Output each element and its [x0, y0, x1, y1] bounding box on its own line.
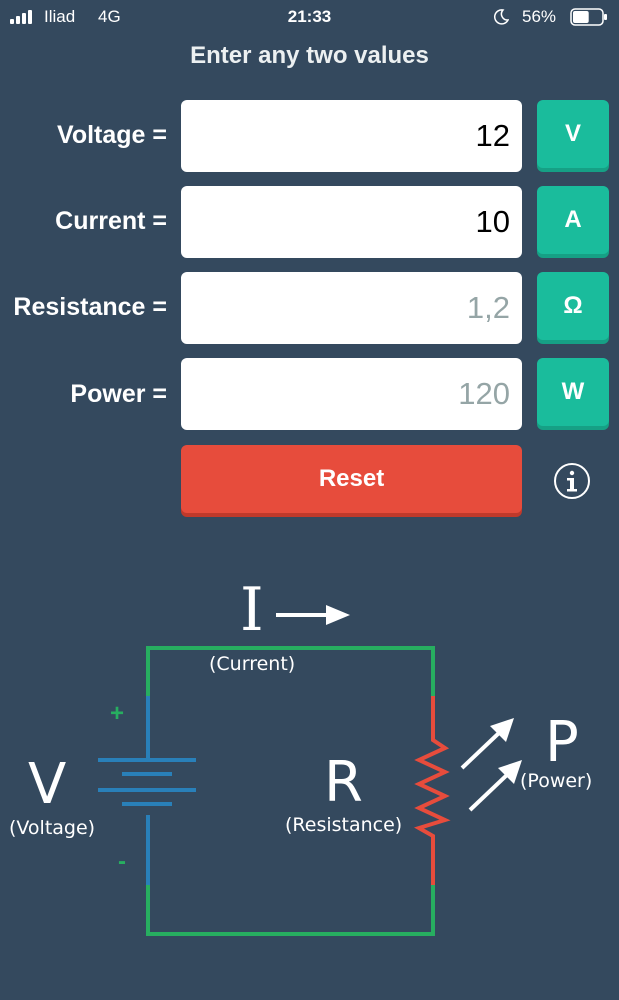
- resistance-symbol: R: [324, 750, 363, 815]
- current-arrow-head: [326, 605, 350, 625]
- status-bar: Iliad 4G 21:33 56%: [0, 0, 619, 34]
- power-caption: (Power): [520, 770, 593, 792]
- power-arrow-2-shaft: [468, 772, 510, 812]
- power-unit-button[interactable]: W: [537, 358, 609, 426]
- current-label: Current =: [55, 207, 167, 235]
- resistance-label: Resistance =: [13, 293, 167, 321]
- voltage-caption: (Voltage): [9, 817, 96, 839]
- circuit-diagram: I (Current) + - V (Voltage) R (Resistanc…: [0, 560, 619, 980]
- network-type: 4G: [98, 7, 121, 26]
- power-arrow-2-head: [498, 760, 522, 784]
- bottom-wire: [146, 885, 435, 936]
- power-symbol: P: [545, 710, 579, 775]
- battery-percent: 56%: [522, 7, 557, 26]
- resistance-caption: (Resistance): [285, 814, 403, 836]
- voltage-symbol: V: [28, 752, 67, 817]
- clock: 21:33: [287, 7, 332, 26]
- circuit-wires: [98, 605, 522, 936]
- current-input[interactable]: [181, 186, 522, 258]
- moon-icon: [493, 9, 509, 25]
- plus-sign: +: [110, 700, 125, 727]
- power-arrow-1-head: [490, 718, 514, 742]
- top-wire: [146, 646, 435, 696]
- reset-button[interactable]: Reset: [181, 445, 522, 513]
- voltage-label: Voltage =: [57, 121, 167, 149]
- carrier-name: Iliad: [44, 7, 76, 26]
- current-symbol: I: [240, 575, 264, 645]
- resistance-unit-button[interactable]: Ω: [537, 272, 609, 340]
- minus-sign: -: [118, 848, 126, 875]
- power-arrow-1-shaft: [460, 730, 502, 770]
- voltage-unit-button[interactable]: V: [537, 100, 609, 168]
- power-label: Power =: [70, 380, 167, 408]
- current-unit-button[interactable]: A: [537, 186, 609, 254]
- info-icon[interactable]: [553, 462, 591, 500]
- resistor-zigzag: [413, 696, 451, 885]
- instruction-heading: Enter any two values: [190, 42, 429, 69]
- signal-icon: [10, 10, 38, 24]
- resistance-input[interactable]: [181, 272, 522, 344]
- battery-icon: [570, 8, 607, 26]
- voltage-input[interactable]: [181, 100, 522, 172]
- power-input[interactable]: [181, 358, 522, 430]
- current-caption: (Current): [209, 653, 296, 675]
